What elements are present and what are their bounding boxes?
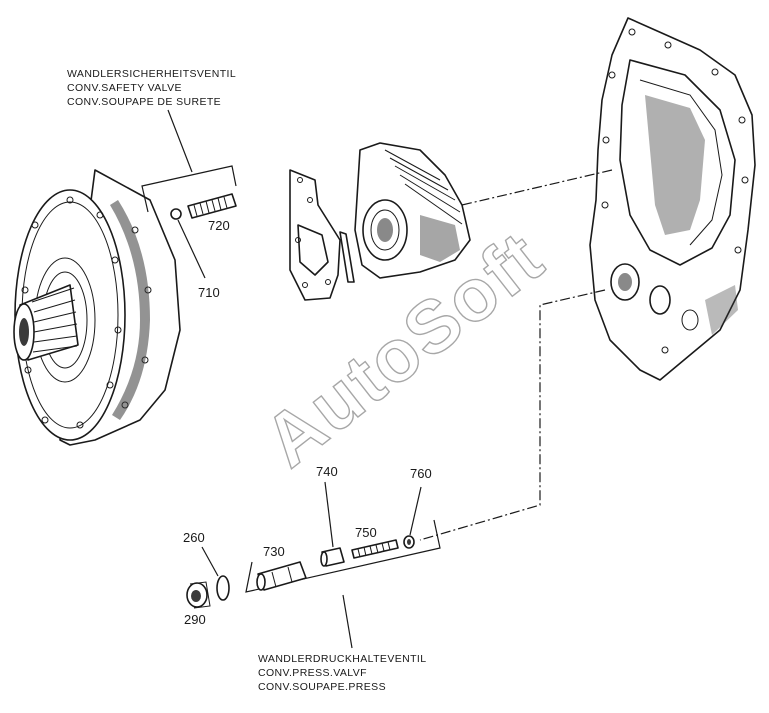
piston-730 (256, 561, 307, 591)
intermediate-housing (354, 142, 471, 279)
ring-760 (403, 535, 415, 549)
converter-pump-housing (13, 169, 181, 446)
gasket (289, 169, 341, 301)
part-number-750: 750 (355, 525, 377, 540)
seal-strip (339, 231, 355, 283)
safety-valve-caption-de: WANDLERSICHERHEITSVENTIL (67, 68, 236, 80)
part-number-730: 730 (263, 544, 285, 559)
part-number-740: 740 (316, 464, 338, 479)
spring-720 (187, 193, 237, 219)
o-ring-260 (216, 575, 230, 601)
part-number-290: 290 (184, 612, 206, 627)
safety-valve-group: WANDLERSICHERHEITSVENTIL CONV.SAFETY VAL… (67, 68, 237, 300)
pressure-valve-caption-fr: CONV.SOUPAPE.PRESS (258, 681, 386, 693)
transmission-housing (589, 17, 756, 381)
spring-750 (351, 539, 399, 559)
safety-valve-caption-en: CONV.SAFETY VALVE (67, 82, 182, 94)
part-number-710: 710 (198, 285, 220, 300)
pressure-valve-caption-en: CONV.PRESS.VALVF (258, 667, 367, 679)
part-number-720: 720 (208, 218, 230, 233)
safety-valve-caption-fr: CONV.SOUPAPE DE SURETE (67, 96, 221, 108)
pressure-valve-group: 730 740 750 760 WANDLERDRUCKHALTEVENTIL … (245, 464, 441, 693)
sleeve-740 (320, 547, 345, 567)
plug-group: 260 290 (183, 530, 230, 627)
assembly-connection-lines (419, 169, 613, 541)
ball-710 (170, 208, 182, 220)
part-number-260: 260 (183, 530, 205, 545)
pressure-valve-caption-de: WANDLERDRUCKHALTEVENTIL (258, 653, 426, 665)
part-number-760: 760 (410, 466, 432, 481)
plug-290 (186, 581, 211, 609)
